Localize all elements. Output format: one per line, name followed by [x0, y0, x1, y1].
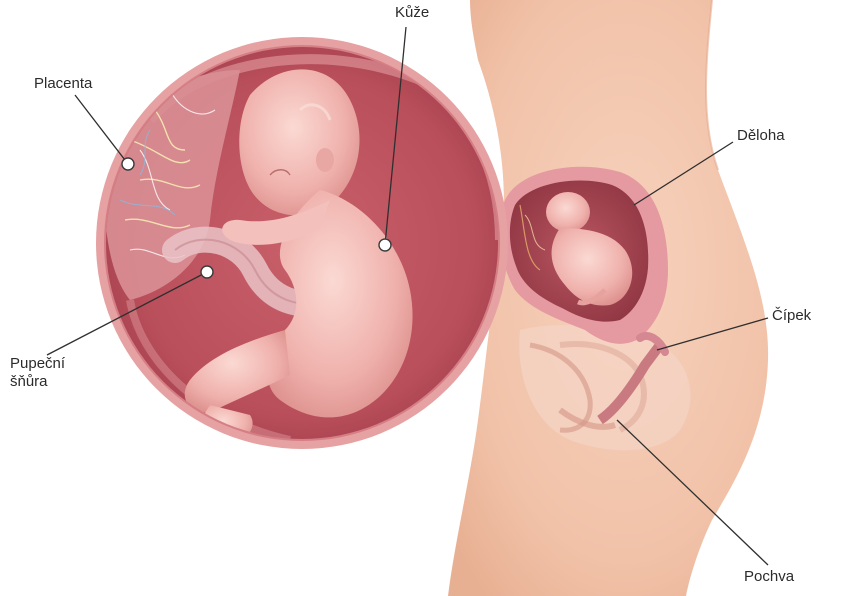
marker-pupecni-snura: [201, 266, 213, 278]
label-pupecni-line1: Pupeční: [10, 355, 100, 373]
marker-kuze: [379, 239, 391, 251]
magnified-uterus: [96, 37, 510, 450]
label-kuze: Kůže: [395, 4, 429, 22]
label-pupecni-snura: Pupeční šňůra: [10, 355, 100, 391]
label-placenta: Placenta: [34, 75, 92, 93]
label-deloha: Děloha: [737, 127, 785, 145]
label-cipek: Čípek: [772, 307, 811, 325]
leader-placenta: [75, 95, 128, 164]
label-pochva: Pochva: [744, 568, 794, 586]
marker-placenta: [122, 158, 134, 170]
label-pupecni-line2: šňůra: [10, 373, 100, 391]
